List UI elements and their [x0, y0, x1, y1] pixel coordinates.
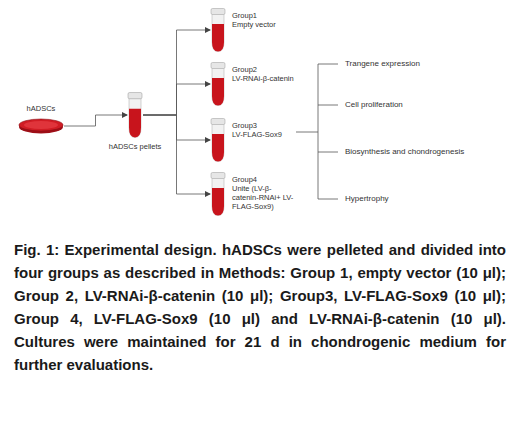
outcome-label: Biosynthesis and chondrogenesis: [345, 147, 464, 157]
pellet-tube: [210, 172, 226, 216]
flow-connector: [143, 30, 210, 115]
outcome-label: Trangene expression: [345, 59, 420, 69]
figure-caption: Fig. 1: Experimental design. hADSCs were…: [14, 238, 506, 376]
node-heading: Group2: [232, 65, 302, 74]
tube-node: Group4Unite (LV-β-catenin-RNAi+ LV-FLAG-…: [210, 172, 226, 216]
flow-connector: [143, 115, 210, 194]
pellet-tube: [210, 62, 226, 106]
tube-node: Group1Empty vector: [210, 8, 226, 52]
outcome-label: Cell proliferation: [345, 100, 403, 110]
node-heading: hADSCs: [14, 104, 68, 113]
node-heading: Group1: [232, 11, 302, 20]
pellet-tube: [127, 92, 143, 138]
flow-connector: [64, 115, 127, 126]
flow-connector: [143, 84, 210, 115]
pellet-tube: [210, 118, 226, 162]
node-body: Unite (LV-β-catenin-RNAi+ LV-FLAG-Sox9): [232, 184, 294, 211]
pellet-tube: [210, 8, 226, 52]
outcome-label: Hypertrophy: [345, 194, 389, 204]
tube-node: Group3LV-FLAG-Sox9: [210, 118, 226, 162]
node-heading: hADSCs pellets: [100, 142, 170, 151]
node-body: LV-RNAi-β-catenin: [232, 74, 302, 83]
cell-dish: hADSCs: [18, 118, 64, 134]
node-heading: Group4: [232, 175, 294, 184]
node-heading: Group3: [232, 121, 302, 130]
tube-node: hADSCs pellets: [127, 92, 143, 138]
culture-dish: [18, 118, 64, 134]
node-body: Empty vector: [232, 20, 302, 29]
tube-node: Group2LV-RNAi-β-catenin: [210, 62, 226, 106]
node-body: LV-FLAG-Sox9: [232, 130, 302, 139]
